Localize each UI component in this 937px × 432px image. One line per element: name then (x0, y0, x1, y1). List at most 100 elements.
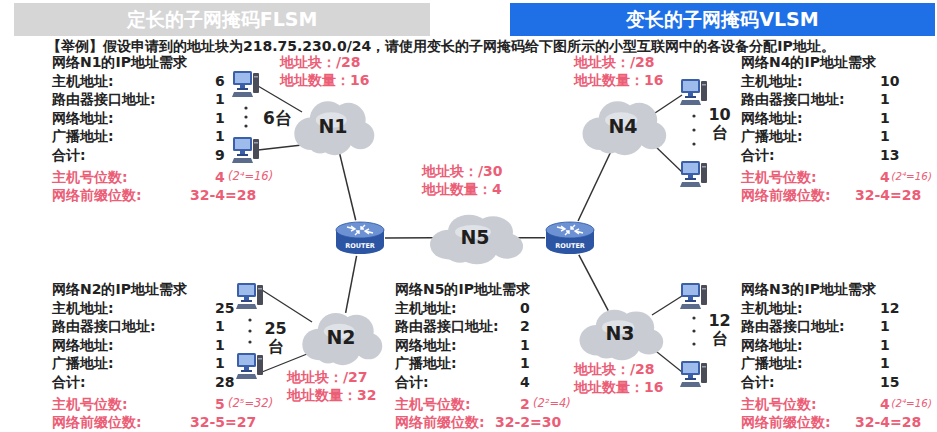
field-value: 32-4=28 (855, 415, 921, 429)
block-title: 网络N1的IP地址需求 (52, 55, 187, 69)
host-links (258, 86, 682, 372)
address-block-note: 地址数量：32 (285, 388, 378, 402)
field-value: 1 (215, 338, 225, 352)
address-block-note: 地址块：/27 (285, 370, 370, 384)
address-block-note: 地址块：/30 (420, 164, 505, 178)
field-value: 1 (880, 92, 890, 106)
field-name: 网络前缀位数: (741, 415, 831, 429)
field-value: 2 (520, 319, 530, 333)
host-count: 10 台 (706, 106, 733, 141)
host-link (258, 145, 302, 150)
host-count: 12 台 (706, 312, 733, 347)
power-formula: (2⁵=32) (228, 398, 273, 410)
field-name: 网络前缀位数: (741, 188, 831, 202)
field-name: 合计: (52, 375, 86, 389)
field-name: 主机地址: (52, 74, 114, 88)
field-value: 4 (520, 375, 530, 389)
host-count: 25 台 (262, 320, 289, 355)
host-computer (680, 79, 707, 105)
field-value: 1 (520, 356, 530, 370)
node-label: N5 (460, 228, 489, 247)
field-value: 25 (215, 301, 234, 315)
router-icon: ROUTER (545, 220, 595, 256)
field-name: 网络地址: (395, 338, 457, 352)
field-value: 1 (880, 111, 890, 125)
node-label: ROUTER (555, 243, 585, 250)
field-name: 主机号位数: (52, 397, 128, 411)
network-cloud: N1 (290, 96, 376, 156)
field-value: 12 (880, 301, 899, 315)
node-label: N3 (605, 324, 634, 343)
address-block-note: 地址数量：16 (572, 380, 665, 394)
field-value: 1 (880, 356, 890, 370)
field-name: 网络前缀位数: (395, 415, 485, 429)
field-value: 32-2=30 (495, 415, 561, 429)
header-band: 定长的子网掩码FLSM (14, 3, 430, 36)
router-shape (335, 220, 385, 256)
field-value: 1 (215, 356, 225, 370)
field-value: 1 (215, 129, 225, 143)
field-name: 广播地址: (395, 356, 457, 370)
field-name: 主机地址: (741, 301, 803, 315)
field-name: 合计: (52, 148, 86, 162)
field-value: 1 (880, 129, 890, 143)
field-name: 主机地址: (741, 74, 803, 88)
network-cloud: N5 (425, 210, 525, 265)
block-title: 网络N5的IP地址需求 (395, 282, 530, 296)
node-label: N4 (608, 117, 637, 136)
header-band: 变长的子网掩码VLSM (510, 3, 935, 36)
address-block-note: 地址数量：16 (278, 73, 371, 87)
field-name: 主机地址: (52, 301, 114, 315)
node-label: ROUTER (345, 243, 375, 250)
router-icon: ROUTER (335, 220, 385, 256)
field-name: 广播地址: (741, 129, 803, 143)
ellipsis-dots (244, 106, 695, 345)
host-computer (232, 71, 259, 97)
network-link (339, 151, 356, 220)
field-name: 路由器接口地址: (741, 92, 845, 106)
host-computer (236, 283, 263, 309)
field-name: 广播地址: (52, 129, 114, 143)
address-block-note: 地址数量：16 (572, 73, 665, 87)
host-link (655, 146, 682, 172)
field-name: 网络前缀位数: (52, 415, 142, 429)
network-link (578, 150, 612, 221)
host-link (258, 86, 302, 112)
host-computer (236, 353, 263, 379)
address-block-note: 地址块：/28 (278, 55, 363, 69)
field-value: 1 (880, 319, 890, 333)
host-computer (680, 361, 707, 387)
field-value: 1 (880, 338, 890, 352)
field-name: 合计: (741, 375, 775, 389)
field-name: 广播地址: (741, 356, 803, 370)
field-value: 1 (520, 338, 530, 352)
field-value: 1 (215, 92, 225, 106)
host-link (652, 296, 682, 315)
field-name: 路由器接口地址: (741, 319, 845, 333)
host-count: 6台 (263, 110, 292, 127)
host-computer (680, 283, 707, 309)
field-name: 网络地址: (52, 338, 114, 352)
host-computers (232, 71, 707, 387)
field-value: 2 (520, 397, 530, 411)
power-formula: (2²=4) (533, 398, 571, 410)
field-name: 路由器接口地址: (52, 319, 156, 333)
field-name: 路由器接口地址: (52, 92, 156, 106)
address-block-note: 地址块：/28 (572, 362, 657, 376)
address-block-note: 地址块：/28 (572, 55, 657, 69)
field-value: 4 (880, 170, 890, 184)
block-title: 网络N2的IP地址需求 (52, 282, 187, 296)
host-computer (232, 137, 259, 163)
field-name: 合计: (395, 375, 429, 389)
example-text: 【举例】假设申请到的地址块为218.75.230.0/24，请使用变长的子网掩码… (47, 39, 835, 53)
node-label: 定长的子网掩码FLSM (127, 10, 318, 29)
field-name: 合计: (741, 148, 775, 162)
field-value: 32-4=28 (855, 188, 921, 202)
network-cloud: N3 (575, 305, 665, 361)
power-formula: (2⁴=16) (891, 171, 932, 181)
field-value: 4 (215, 170, 225, 184)
field-name: 网络前缀位数: (52, 188, 142, 202)
block-title: 网络N3的IP地址需求 (741, 282, 876, 296)
